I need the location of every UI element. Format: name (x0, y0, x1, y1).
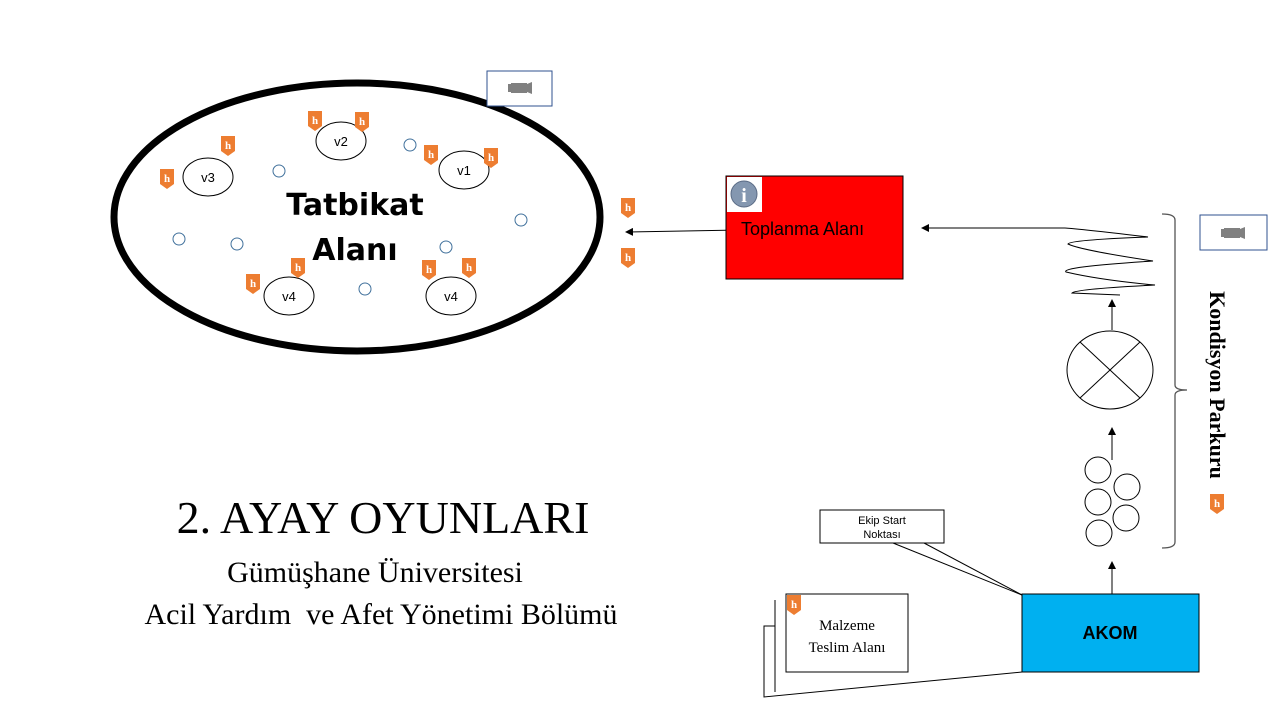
department-name: Acil Yardım ve Afet Yönetimi Bölümü (144, 598, 617, 631)
station-v1: v1 (438, 150, 490, 190)
station-v4-right: v4 (425, 276, 477, 316)
svg-text:h: h (625, 252, 631, 264)
h-marker-icon: h (621, 198, 635, 218)
info-icon: i (730, 180, 758, 208)
h-marker-icon: h (484, 148, 498, 168)
svg-text:v4: v4 (444, 289, 458, 304)
svg-text:v4: v4 (282, 289, 296, 304)
h-marker-icon: h (462, 258, 476, 278)
tatbikat-title-line1: Tatbikat (286, 188, 423, 223)
h-marker-icon: h (221, 136, 235, 156)
point-circle (272, 164, 286, 178)
h-marker-icon: h (160, 169, 174, 189)
arrow-to-tatbikat (625, 227, 741, 236)
svg-text:h: h (488, 152, 494, 164)
akom-box: AKOM (1021, 593, 1200, 673)
h-marker-icon: h (291, 258, 305, 278)
h-marker-icon: h (422, 260, 436, 280)
svg-text:i: i (741, 185, 747, 207)
h-marker-icon: h (1210, 494, 1224, 514)
svg-text:h: h (164, 173, 170, 185)
svg-text:h: h (359, 116, 365, 128)
point-circle (172, 232, 186, 246)
toplanma-alani-box: i Toplanma Alanı (725, 175, 904, 280)
svg-text:h: h (225, 140, 231, 152)
crossed-circle-obstacle (1066, 330, 1154, 410)
station-v3: v3 (182, 157, 234, 197)
kondisyon-brace (1161, 213, 1188, 549)
camera-icon (1221, 227, 1245, 239)
svg-text:v1: v1 (457, 163, 471, 178)
toplanma-alani-label: Toplanma Alanı (741, 219, 864, 239)
svg-text:h: h (295, 262, 301, 274)
station-v2: v2 (315, 121, 367, 161)
svg-text:h: h (250, 278, 256, 290)
zigzag-course (1064, 227, 1156, 296)
point-circles (172, 138, 528, 296)
h-marker-icons: h h h h h h h h h h h h h h (160, 111, 1224, 615)
camera-icon (508, 82, 532, 94)
camera-box-top (486, 70, 553, 107)
svg-text:Ekip Start: Ekip Start (858, 515, 906, 527)
point-circle (439, 240, 453, 254)
h-marker-icon: h (424, 145, 438, 165)
svg-text:Malzeme: Malzeme (819, 618, 875, 634)
tatbikat-area-ellipse (110, 79, 604, 355)
svg-text:h: h (625, 202, 631, 214)
camera-box-right (1199, 214, 1268, 251)
point-circle (403, 138, 417, 152)
h-marker-icon: h (308, 111, 322, 131)
tire-circles (1084, 456, 1141, 547)
svg-text:h: h (426, 264, 432, 276)
svg-text:h: h (312, 115, 318, 127)
svg-text:AKOM: AKOM (1083, 623, 1138, 643)
svg-text:h: h (428, 149, 434, 161)
kondisyon-parkuru-label: Kondisyon Parkuru (1205, 291, 1230, 479)
tatbikat-title-line2: Alanı (312, 233, 397, 268)
h-marker-icon: h (246, 274, 260, 294)
event-title: 2. AYAY OYUNLARI (177, 492, 590, 543)
h-marker-icon: h (621, 248, 635, 268)
h-marker-icon: h (787, 595, 801, 615)
point-circle (230, 237, 244, 251)
university-name: Gümüşhane Üniversitesi (227, 556, 523, 589)
ekip-start-callout: Ekip Start Noktası (819, 509, 1023, 596)
svg-text:Teslim Alanı: Teslim Alanı (809, 640, 886, 656)
point-circle (514, 213, 528, 227)
svg-text:h: h (466, 262, 472, 274)
svg-text:Noktası: Noktası (863, 529, 900, 541)
svg-text:h: h (1214, 498, 1220, 510)
svg-text:v2: v2 (334, 134, 348, 149)
point-circle (358, 282, 372, 296)
svg-text:v3: v3 (201, 170, 215, 185)
h-marker-icon: h (355, 112, 369, 132)
station-v4-left: v4 (263, 276, 315, 316)
malzeme-teslim-box: Malzeme Teslim Alanı (763, 593, 1023, 698)
svg-text:h: h (791, 599, 797, 611)
